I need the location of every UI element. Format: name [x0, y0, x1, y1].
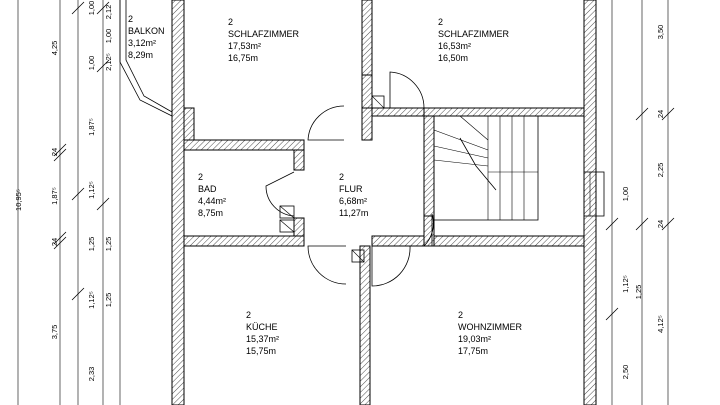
dim-left-a-1: 4,25 — [50, 41, 59, 56]
room-label-flur: 2 FLUR 6,68m² 11,27m — [339, 172, 368, 218]
room-name: BALKON — [128, 26, 165, 36]
room-label-schlafzimmer-left: 2 SCHLAFZIMMER 17,53m² 16,75m — [228, 17, 300, 63]
dim-right-b-1: 1,00 — [621, 187, 630, 202]
room-perimeter: 15,75m — [246, 346, 276, 356]
dim-left-b-7: 2,33 — [87, 367, 96, 382]
room-label-bad: 2 BAD 4,44m² 8,75m — [198, 172, 226, 218]
dim-right-a-1: 3,50 — [656, 25, 665, 40]
room-label-balkon: 2 BALKON 3,12m² 8,29m — [128, 14, 165, 60]
room-area: 17,53m² — [228, 41, 261, 51]
dim-left-b-5: 1,25 — [87, 237, 96, 252]
dim-right-a-2: 24 — [656, 110, 665, 118]
dim-right-a-6: 2,50 — [621, 365, 630, 380]
dim-left-c-1: 2,12 — [104, 5, 113, 20]
room-area: 19,03m² — [458, 334, 491, 344]
dim-right-a-5: 4,12⁵ — [656, 315, 665, 333]
room-name: BAD — [198, 184, 217, 194]
room-floor: 2 — [438, 17, 443, 27]
dim-right-a-4: 24 — [656, 220, 665, 228]
dim-left-c-3: 1,00 — [104, 29, 113, 44]
dim-right-b-3: 1,25 — [634, 285, 643, 300]
dim-left-a-2: 24 — [50, 148, 59, 156]
staircase — [433, 115, 605, 221]
room-perimeter: 17,75m — [458, 346, 488, 356]
room-perimeter: 11,27m — [339, 208, 368, 218]
room-floor: 2 — [228, 17, 233, 27]
room-name: FLUR — [339, 184, 363, 194]
room-floor: 2 — [128, 14, 133, 24]
right-dimension-lines — [605, 0, 675, 405]
dim-left-b-4: 1,12⁵ — [87, 181, 96, 199]
room-label-kueche: 2 KÜCHE 15,37m² 15,75m — [246, 310, 279, 356]
dim-right-b-2: 1,12⁵ — [621, 275, 630, 293]
dim-left-c-2: 2,12⁵ — [104, 53, 113, 71]
room-perimeter: 16,50m — [438, 53, 468, 63]
dim-left-b-3: 1,87⁵ — [87, 118, 96, 136]
vent-shafts — [279, 95, 385, 263]
room-name: WOHNZIMMER — [458, 322, 522, 332]
room-perimeter: 8,75m — [198, 208, 223, 218]
room-floor: 2 — [198, 172, 203, 182]
room-label-schlafzimmer-right: 2 SCHLAFZIMMER 16,53m² 16,50m — [438, 17, 510, 63]
dim-left-a-4: 24 — [50, 238, 59, 246]
room-area: 3,12m² — [128, 38, 156, 48]
balcony-outline — [119, 0, 173, 117]
doors — [265, 71, 434, 287]
room-label-wohnzimmer: 2 WOHNZIMMER 19,03m² 17,75m — [458, 310, 522, 356]
dim-outer-total: 10,95⁵ — [14, 189, 23, 211]
dim-left-c-5: 1,25 — [104, 293, 113, 308]
room-area: 15,37m² — [246, 334, 279, 344]
dim-left-b-2: 1,00 — [87, 56, 96, 71]
room-perimeter: 8,29m — [128, 50, 153, 60]
room-name: SCHLAFZIMMER — [228, 29, 300, 39]
dim-left-b-6: 1,12⁵ — [87, 291, 96, 309]
left-dimension-lines — [17, 0, 121, 405]
dim-left-a-5: 3,75 — [50, 325, 59, 340]
dim-left-c-4: 1,25 — [104, 237, 113, 252]
room-perimeter: 16,75m — [228, 53, 258, 63]
room-name: SCHLAFZIMMER — [438, 29, 510, 39]
dim-right-a-3: 2,25 — [656, 163, 665, 178]
dim-left-b-1: 1,00 — [87, 1, 96, 16]
room-name: KÜCHE — [246, 322, 278, 332]
room-area: 16,53m² — [438, 41, 471, 51]
room-area: 4,44m² — [198, 196, 226, 206]
dim-left-a-3: 1,87⁵ — [50, 187, 59, 205]
room-floor: 2 — [339, 172, 344, 182]
room-floor: 2 — [458, 310, 463, 320]
room-floor: 2 — [246, 310, 251, 320]
room-area: 6,68m² — [339, 196, 367, 206]
